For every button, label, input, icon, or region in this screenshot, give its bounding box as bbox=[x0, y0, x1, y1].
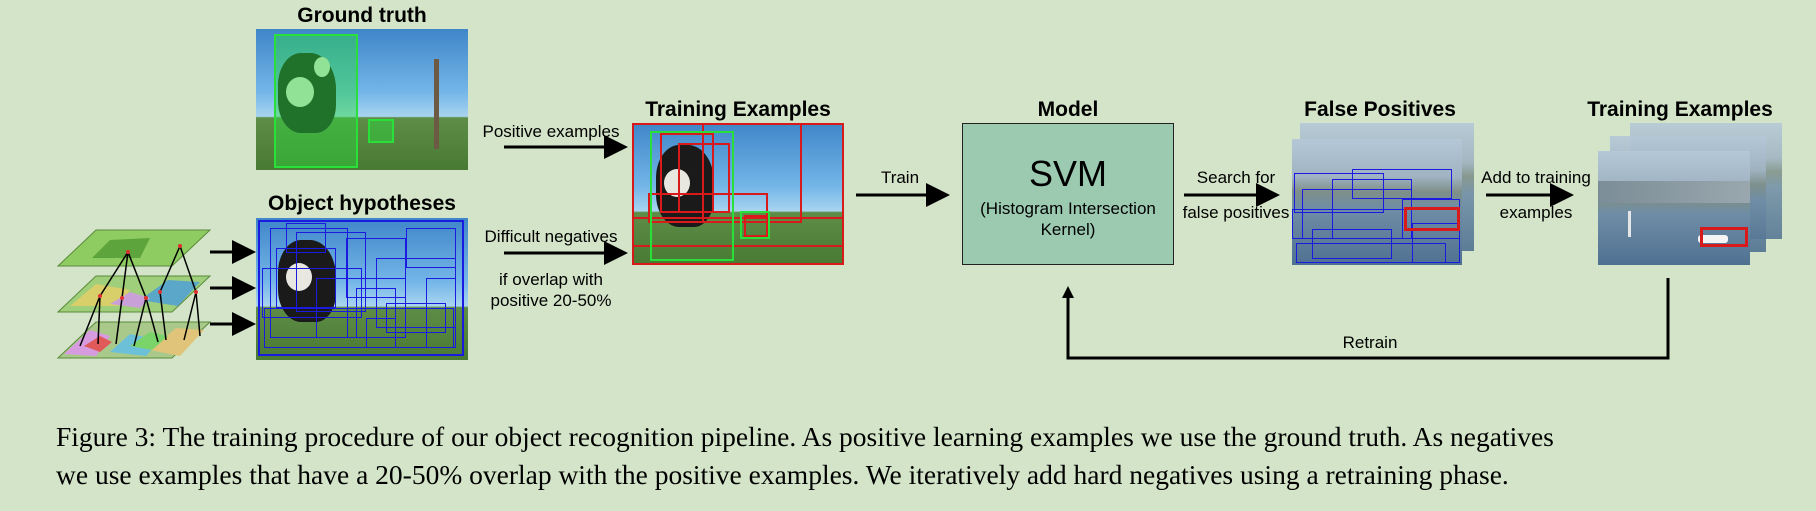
training-examples-image-2 bbox=[1598, 151, 1750, 265]
ground-truth-image bbox=[256, 29, 468, 170]
caption-line-2: we use examples that have a 20-50% overl… bbox=[56, 459, 1509, 490]
model-title: Model bbox=[1037, 98, 1099, 121]
false-positives-image bbox=[1292, 139, 1462, 265]
ground-truth-title: Ground truth bbox=[297, 4, 427, 27]
train-label: Train bbox=[880, 168, 920, 187]
object-hypotheses-image bbox=[256, 218, 468, 360]
training-examples-title-2: Training Examples bbox=[1587, 98, 1773, 121]
svm-model-box: SVM (Histogram Intersection Kernel) bbox=[962, 123, 1174, 265]
overlap-label-line2: positive 20-50% bbox=[490, 291, 612, 310]
training-examples-title-1: Training Examples bbox=[645, 98, 831, 121]
overlap-label-line1: if overlap with bbox=[499, 270, 603, 289]
search-label-line1: Search for bbox=[1196, 168, 1276, 187]
caption-line-1: Figure 3: The training procedure of our … bbox=[56, 421, 1554, 452]
layer-top bbox=[56, 229, 212, 267]
svm-kernel-line1: (Histogram Intersection bbox=[980, 199, 1156, 218]
training-examples-image-1 bbox=[632, 123, 844, 265]
add-label-line1: Add to training bbox=[1481, 168, 1591, 187]
retrain-label: Retrain bbox=[1342, 333, 1398, 352]
search-label-line2: false positives bbox=[1182, 203, 1290, 222]
layer-middle bbox=[56, 275, 212, 313]
positive-examples-label: Positive examples bbox=[482, 122, 620, 141]
svm-label: SVM bbox=[1028, 153, 1107, 194]
figure-caption: Figure 3: The training procedure of our … bbox=[56, 418, 1796, 494]
add-label-line2: examples bbox=[1499, 203, 1573, 222]
difficult-negatives-label: Difficult negatives bbox=[484, 227, 618, 246]
false-positives-title: False Positives bbox=[1304, 98, 1456, 121]
object-hypotheses-title: Object hypotheses bbox=[268, 192, 456, 215]
layer-bottom bbox=[56, 321, 212, 359]
svm-kernel-line2: Kernel) bbox=[1040, 220, 1096, 239]
